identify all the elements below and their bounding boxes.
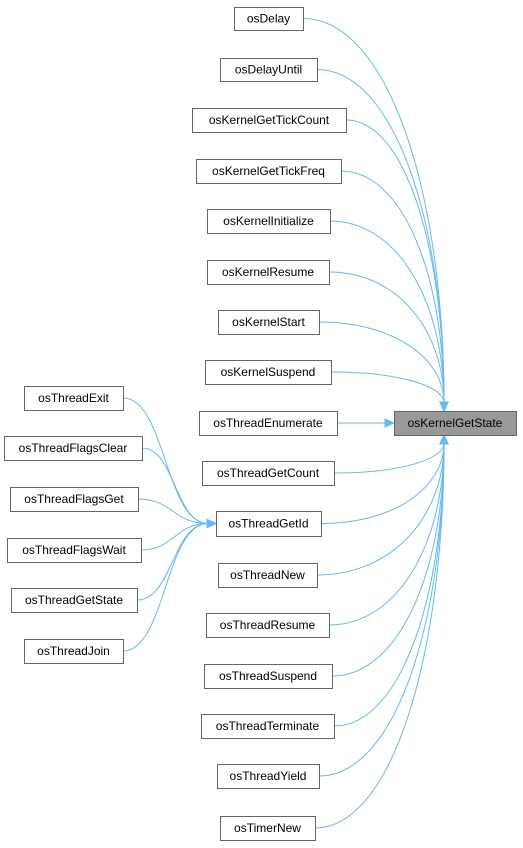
edge-os-thread-flags-wait-to-os-thread-get-id	[140, 523, 209, 551]
node-box	[218, 310, 320, 335]
arrowhead	[384, 418, 396, 428]
edge-os-thread-new-to-os-kernel-get-state	[316, 442, 445, 576]
node-label: osThreadGetId	[228, 517, 308, 531]
node-os-thread-new[interactable]: osThreadNew	[218, 563, 318, 588]
arrowhead	[439, 401, 449, 413]
node-os-thread-flags-clear[interactable]: osThreadFlagsClear	[4, 436, 143, 461]
node-os-thread-get-state[interactable]: osThreadGetState	[11, 588, 138, 613]
node-box	[202, 461, 335, 486]
node-label: osThreadYield	[230, 769, 307, 783]
node-os-kernel-resume[interactable]: osKernelResume	[207, 260, 330, 285]
edge-os-timer-new-to-os-kernel-get-state	[314, 442, 445, 829]
node-os-kernel-start[interactable]: osKernelStart	[218, 310, 320, 335]
edges-layer	[122, 18, 449, 829]
node-box	[218, 563, 318, 588]
edge-os-delay-to-os-kernel-get-state	[302, 18, 445, 404]
node-label: osDelay	[247, 12, 290, 26]
edge-os-kernel-get-tick-freq-to-os-kernel-get-state	[340, 170, 445, 404]
node-os-kernel-initialize[interactable]: osKernelInitialize	[207, 209, 331, 234]
node-label: osKernelStart	[232, 315, 305, 329]
node-label: osKernelSuspend	[221, 365, 316, 379]
edge-os-kernel-resume-to-os-kernel-get-state	[328, 271, 445, 404]
node-os-delay[interactable]: osDelay	[234, 7, 304, 31]
node-os-timer-new[interactable]: osTimerNew	[220, 816, 316, 841]
node-label: osDelayUntil	[235, 63, 302, 77]
edge-os-kernel-start-to-os-kernel-get-state	[318, 321, 445, 404]
node-box	[10, 487, 139, 512]
arrowhead	[206, 518, 218, 529]
node-label: osKernelGetTickCount	[209, 113, 330, 127]
node-os-thread-suspend[interactable]: osThreadSuspend	[204, 664, 333, 689]
edge-os-thread-suspend-to-os-kernel-get-state	[331, 442, 445, 677]
node-box	[220, 816, 316, 841]
node-box	[394, 411, 517, 436]
node-box	[24, 639, 124, 664]
edge-os-thread-flags-clear-to-os-thread-get-id	[141, 447, 209, 524]
node-box	[220, 58, 318, 82]
node-label: osKernelGetTickFreq	[212, 164, 325, 178]
node-box	[192, 108, 347, 133]
node-label: osThreadNew	[230, 568, 305, 582]
node-box	[207, 209, 331, 234]
edge-os-kernel-suspend-to-os-kernel-get-state	[330, 371, 445, 404]
edge-os-kernel-get-tick-count-to-os-kernel-get-state	[345, 119, 445, 404]
node-box	[196, 159, 342, 184]
node-box	[204, 664, 333, 689]
edge-os-thread-get-count-to-os-kernel-get-state	[333, 442, 445, 474]
node-label: osKernelResume	[222, 265, 314, 279]
node-box	[199, 411, 338, 436]
node-box	[205, 360, 332, 385]
node-os-thread-yield[interactable]: osThreadYield	[217, 764, 320, 789]
node-label: osThreadJoin	[37, 644, 110, 658]
node-label: osThreadGetCount	[217, 466, 320, 480]
node-box	[206, 613, 330, 638]
node-label: osThreadResume	[220, 618, 316, 632]
node-label: osThreadSuspend	[219, 669, 317, 683]
edge-os-thread-resume-to-os-kernel-get-state	[328, 442, 445, 626]
node-box	[7, 538, 142, 563]
node-label: osThreadGetState	[25, 593, 123, 607]
edge-os-thread-flags-get-to-os-thread-get-id	[137, 498, 209, 524]
node-os-thread-resume[interactable]: osThreadResume	[206, 613, 330, 638]
node-os-kernel-get-state[interactable]: osKernelGetState	[394, 411, 517, 436]
node-os-thread-exit[interactable]: osThreadExit	[24, 386, 124, 411]
node-os-thread-flags-wait[interactable]: osThreadFlagsWait	[7, 538, 142, 563]
node-box	[201, 714, 335, 739]
node-os-thread-flags-get[interactable]: osThreadFlagsGet	[10, 487, 139, 512]
node-label: osKernelInitialize	[223, 214, 314, 228]
node-os-thread-get-count[interactable]: osThreadGetCount	[202, 461, 335, 486]
node-box	[207, 260, 330, 285]
node-os-thread-join[interactable]: osThreadJoin	[24, 639, 124, 664]
edge-os-thread-get-id-to-os-kernel-get-state	[320, 442, 445, 524]
nodes-layer: osDelay osDelayUntil osKernelGetTickCount o…	[4, 7, 517, 841]
node-label: osThreadTerminate	[216, 719, 320, 733]
node-os-kernel-suspend[interactable]: osKernelSuspend	[205, 360, 332, 385]
node-box	[11, 588, 138, 613]
node-box	[4, 436, 143, 461]
node-label: osThreadFlagsWait	[22, 543, 126, 557]
node-label: osThreadFlagsClear	[19, 441, 128, 455]
node-box	[216, 511, 322, 537]
node-label: osThreadFlagsGet	[24, 492, 124, 506]
edge-os-thread-terminate-to-os-kernel-get-state	[333, 442, 445, 727]
edge-os-thread-get-state-to-os-thread-get-id	[136, 523, 209, 601]
edge-os-thread-yield-to-os-kernel-get-state	[318, 442, 445, 777]
node-os-kernel-get-tick-freq[interactable]: osKernelGetTickFreq	[196, 159, 342, 184]
node-os-thread-enumerate[interactable]: osThreadEnumerate	[199, 411, 338, 436]
node-box	[234, 7, 304, 31]
edge-os-thread-join-to-os-thread-get-id	[122, 523, 209, 652]
arrowhead	[439, 433, 449, 445]
node-os-delay-until[interactable]: osDelayUntil	[220, 58, 318, 82]
node-os-thread-get-id[interactable]: osThreadGetId	[216, 511, 322, 537]
node-box	[24, 386, 124, 411]
node-box	[217, 764, 320, 789]
node-os-thread-terminate[interactable]: osThreadTerminate	[201, 714, 335, 739]
node-os-kernel-get-tick-count[interactable]: osKernelGetTickCount	[192, 108, 347, 133]
node-label: osThreadExit	[38, 391, 109, 405]
node-label: osThreadEnumerate	[213, 416, 323, 430]
node-label: osKernelGetState	[408, 416, 503, 430]
edge-os-kernel-initialize-to-os-kernel-get-state	[329, 220, 445, 404]
node-label: osTimerNew	[234, 821, 301, 835]
